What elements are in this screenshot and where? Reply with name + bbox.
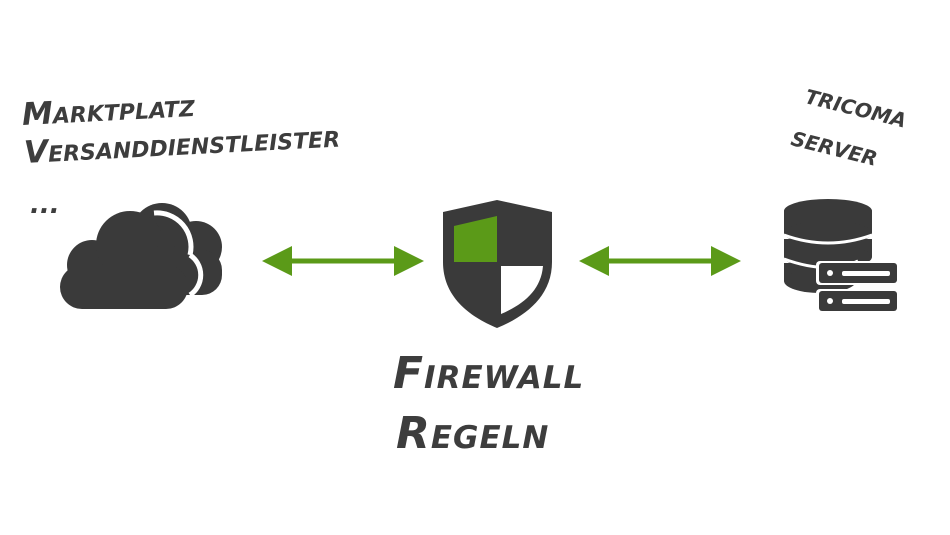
- target-label-server: server: [788, 119, 882, 173]
- shield-icon: [443, 200, 552, 328]
- double-arrow-right-icon: [579, 246, 741, 276]
- database-server-icon: [783, 199, 900, 313]
- double-arrow-left-icon: [262, 246, 424, 276]
- cloud-icon: [60, 203, 222, 309]
- firewall-title: Firewall: [393, 348, 585, 399]
- source-label-ellipsis: ...: [30, 190, 60, 220]
- source-label-marketplace: Marktplatz: [21, 87, 196, 133]
- firewall-subtitle: Regeln: [396, 408, 550, 459]
